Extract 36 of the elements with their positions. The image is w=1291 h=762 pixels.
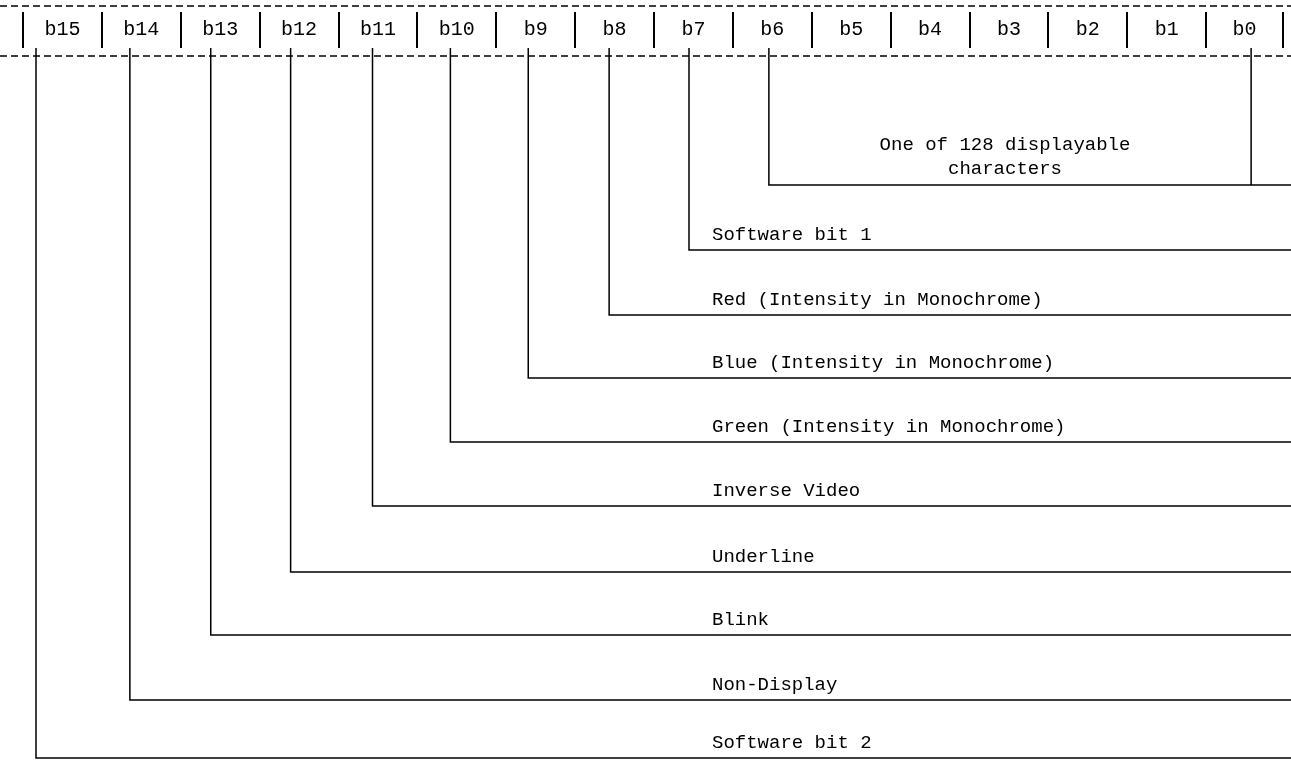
leader-line <box>371 47 1291 507</box>
bit-cell: b0 <box>1205 12 1284 48</box>
bit-cell: b7 <box>653 12 732 48</box>
leader-line <box>289 47 1291 573</box>
bit-cell: b12 <box>258 12 338 48</box>
leader-line <box>688 47 1291 251</box>
field-description: Blink <box>712 608 769 632</box>
bit-cell: b10 <box>416 12 496 48</box>
leader-line <box>210 47 1291 636</box>
leader-line <box>608 47 1291 316</box>
leader-line <box>129 47 1291 701</box>
field-description: Software bit 1 <box>712 223 872 247</box>
bit-cell: b4 <box>889 12 969 48</box>
bit-cell: b15 <box>22 12 101 48</box>
leader-line <box>527 47 1291 379</box>
leader-line <box>35 47 1291 759</box>
bit-cell: b11 <box>337 12 417 48</box>
bit-cell: b9 <box>495 12 575 48</box>
bit-cell: b5 <box>810 12 890 48</box>
field-description: Underline <box>712 545 815 569</box>
bit-cell: b6 <box>731 12 811 48</box>
bit-cell: b14 <box>100 12 180 48</box>
field-description: One of 128 displayable characters <box>840 133 1170 181</box>
bit-cell: b8 <box>574 12 653 48</box>
field-description: Non-Display <box>712 673 838 697</box>
field-description: Green (Intensity in Monochrome) <box>712 415 1066 439</box>
field-description: Blue (Intensity in Monochrome) <box>712 351 1055 375</box>
bit-cell: b13 <box>179 12 259 48</box>
leader-line <box>449 47 1291 443</box>
field-description: Inverse Video <box>712 479 861 503</box>
bit-cell: b3 <box>968 12 1048 48</box>
field-description: Red (Intensity in Monochrome) <box>712 288 1043 312</box>
bracket-line <box>768 47 1291 186</box>
bit-cell: b2 <box>1047 12 1127 48</box>
bit-cell: b1 <box>1126 12 1206 48</box>
field-description: Software bit 2 <box>712 731 872 755</box>
